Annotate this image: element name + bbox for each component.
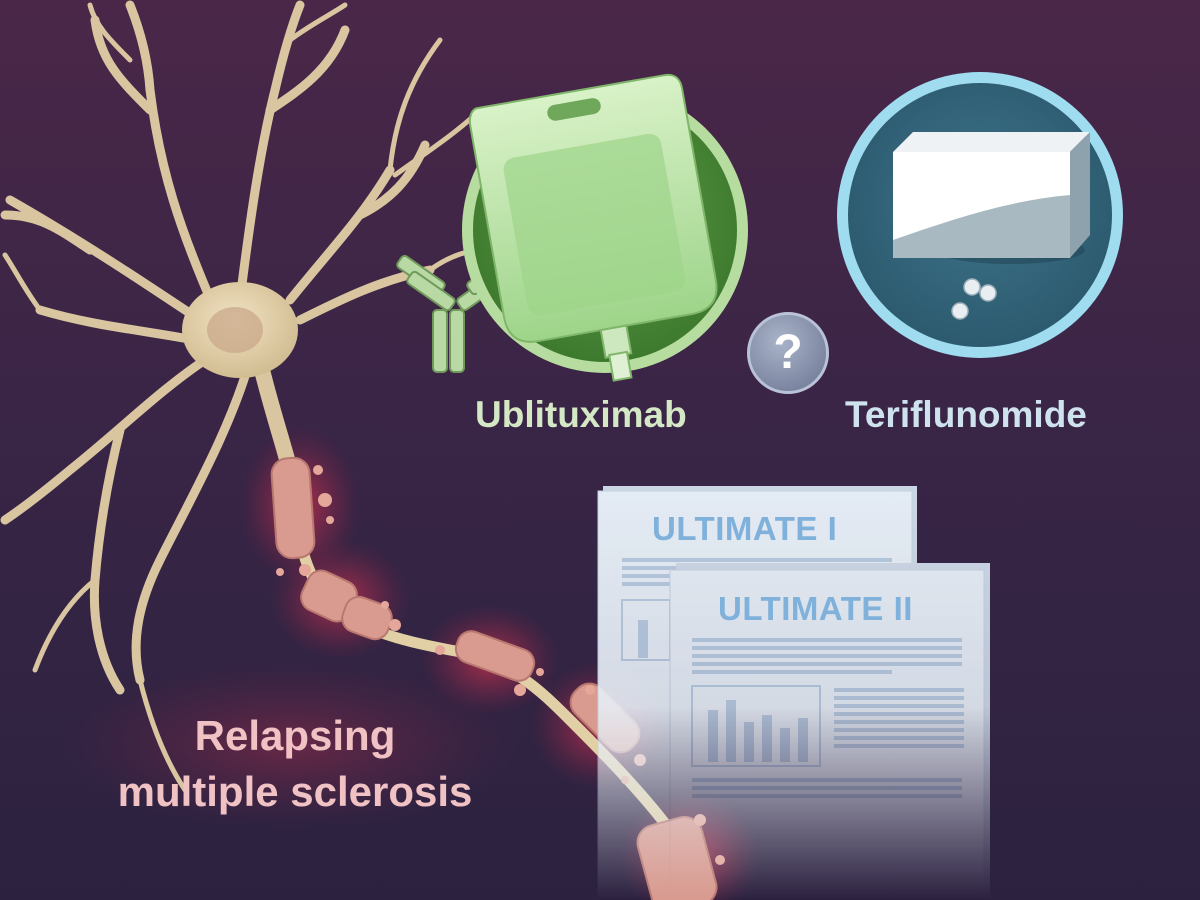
tablets-icon bbox=[951, 278, 997, 320]
trial-1-title: ULTIMATE I bbox=[652, 510, 838, 547]
disease-label: Relapsing multiple sclerosis bbox=[60, 708, 530, 820]
ublituximab-label: Ublituximab bbox=[475, 394, 687, 435]
pill-box-icon bbox=[893, 132, 1090, 258]
iv-bag-icon bbox=[468, 73, 718, 382]
trial-report-2 bbox=[669, 563, 990, 900]
trial-2-title: ULTIMATE II bbox=[718, 590, 913, 627]
question-icon: ? bbox=[747, 312, 829, 394]
neuron-icon bbox=[0, 0, 493, 793]
disease-label-line2: multiple sclerosis bbox=[117, 768, 473, 815]
neuron-nucleus bbox=[207, 307, 263, 353]
trial-report-icon bbox=[597, 486, 990, 900]
teriflunomide-label: Teriflunomide bbox=[845, 394, 1087, 435]
disease-label-line1: Relapsing bbox=[194, 712, 396, 759]
